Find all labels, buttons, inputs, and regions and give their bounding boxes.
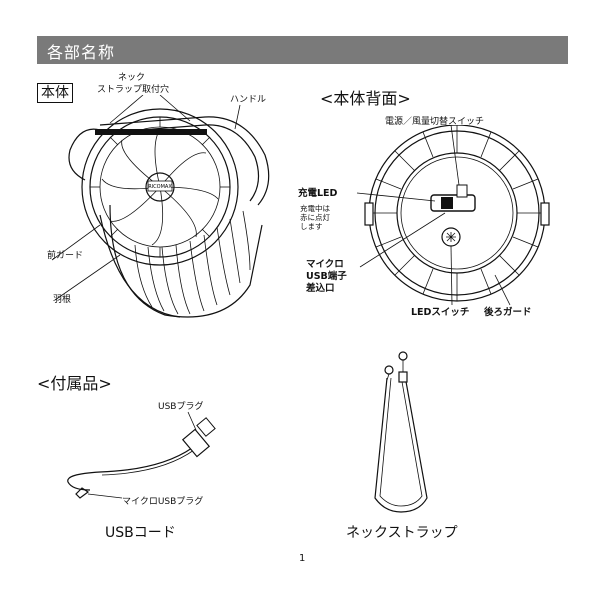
fan-back-illustration (355, 125, 555, 315)
usb-cord-caption: USBコード (105, 522, 176, 542)
neck-strap-illustration (365, 348, 445, 518)
section-header-bar: 各部名称 (37, 36, 568, 64)
charge-note-line2: 赤に点灯 (300, 213, 330, 222)
back-view-title: <本体背面> (320, 85, 411, 109)
charge-note-line1: 充電中は (300, 204, 330, 213)
micro-usb-label-line3: 差込口 (306, 283, 335, 295)
section-title: 各部名称 (47, 39, 115, 63)
fan-brand-text: RICOMAX (148, 184, 172, 190)
accessories-title: <付属品> (37, 370, 112, 394)
micro-usb-label-line2: USB端子 (306, 271, 347, 283)
neck-strap-caption: ネックストラップ (346, 522, 458, 542)
charge-note-line3: します (300, 222, 323, 231)
neck-strap-label-line1: ネック (118, 73, 145, 84)
page-number: 1 (299, 553, 305, 564)
fan-front-illustration: RICOMAX (40, 95, 290, 330)
micro-usb-label-line1: マイクロ (306, 259, 344, 271)
charge-led-label: 充電LED (298, 188, 337, 200)
usb-cord-illustration (60, 410, 230, 510)
